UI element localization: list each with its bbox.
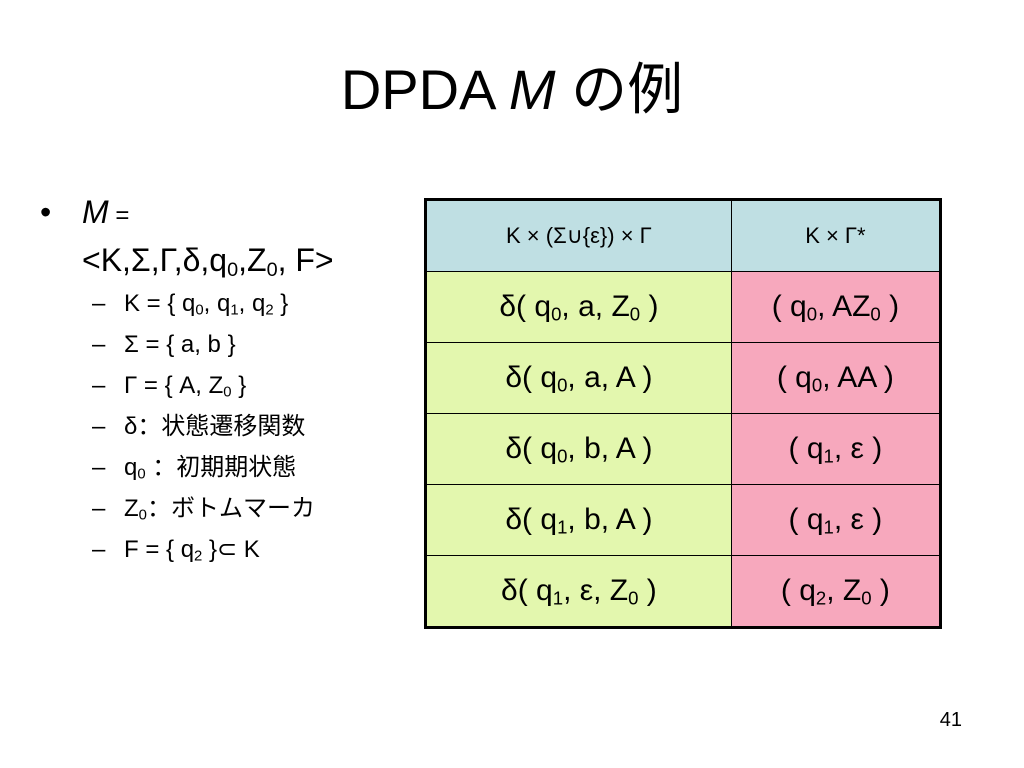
transition-rhs: ( q0, AZ0 ) — [730, 271, 942, 343]
definition-first-line: M = — [82, 190, 410, 238]
definition-panel: • M = <K,Σ,Γ,δ,q0,Z0, F> – K = { q0, q1,… — [40, 190, 410, 575]
transition-rhs: ( q1, ε ) — [730, 413, 942, 485]
title-italic-m: M — [508, 58, 556, 121]
component-final-states: – F = { q2 }⊂ K — [92, 536, 260, 565]
component-list: – K = { q0, q1, q2 } – Σ = { a, b } – Γ … — [40, 288, 410, 566]
slide-title: DPDA M の例 — [0, 58, 1024, 122]
table-header-row: K × (Σ∪{ε}) × Γ K × Γ* — [425, 199, 942, 272]
component-transition-function: – δ：状態遷移関数 — [92, 413, 306, 440]
table-row: δ( q1, b, A ) ( q1, ε ) — [425, 484, 942, 556]
page-number: 41 — [939, 709, 962, 731]
machine-name: M — [82, 194, 109, 230]
equals-sign: = — [108, 202, 130, 229]
component-bottom-marker: – Z0：ボトムマーカ — [92, 495, 315, 524]
component-input-alphabet: – Σ = { a, b } — [92, 331, 236, 358]
header-codomain: K × Γ* — [730, 199, 942, 272]
transition-lhs: δ( q1, b, A ) — [425, 484, 732, 556]
component-initial-state: – q0 ：初期期状態 — [92, 454, 297, 483]
transition-lhs: δ( q0, a, Z0 ) — [425, 271, 732, 343]
component-states: – K = { q0, q1, q2 } — [92, 290, 289, 319]
title-prefix: DPDA — [340, 58, 509, 121]
transition-lhs: δ( q1, ε, Z0 ) — [425, 555, 732, 628]
table-row: δ( q1, ε, Z0 ) ( q2, Z0 ) — [425, 555, 942, 628]
transition-table: K × (Σ∪{ε}) × Γ K × Γ* δ( q0, a, Z0 ) ( … — [424, 198, 942, 629]
tuple-line: <K,Σ,Γ,δ,q0,Z0, F> — [82, 242, 334, 281]
transition-lhs: δ( q0, a, A ) — [425, 342, 732, 414]
definition-bullet: • M = <K,Σ,Γ,δ,q0,Z0, F> — [40, 190, 410, 282]
transition-rhs: ( q0, AA ) — [730, 342, 942, 414]
component-stack-alphabet: – Γ = { A, Z0 } — [92, 372, 247, 401]
table-row: δ( q0, a, A ) ( q0, AA ) — [425, 342, 942, 414]
table-row: δ( q0, b, A ) ( q1, ε ) — [425, 413, 942, 485]
transition-lhs: δ( q0, b, A ) — [425, 413, 732, 485]
transition-rhs: ( q2, Z0 ) — [730, 555, 942, 628]
table-row: δ( q0, a, Z0 ) ( q0, AZ0 ) — [425, 271, 942, 343]
transition-rhs: ( q1, ε ) — [730, 484, 942, 556]
title-suffix: の例 — [555, 58, 684, 121]
bullet-dot: • — [40, 194, 52, 230]
header-domain: K × (Σ∪{ε}) × Γ — [425, 199, 732, 272]
